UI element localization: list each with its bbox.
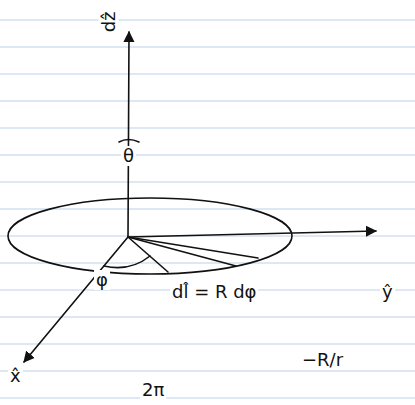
ring: [8, 198, 292, 274]
theta-arc: [119, 140, 139, 143]
y-axis: [128, 231, 376, 237]
angle-label: φ: [94, 270, 110, 290]
axis-label: dẑ: [99, 9, 119, 34]
note-text: −R/r: [300, 350, 345, 370]
angle-label: θ: [121, 146, 136, 166]
ruled-lines: [0, 20, 415, 398]
note-text: 2π: [140, 380, 166, 400]
axis-label: ŷ: [380, 282, 395, 302]
length-formula: dl̂ = R dφ: [170, 282, 258, 302]
axis-label: x̂: [8, 366, 23, 386]
phi-arc: [104, 256, 150, 268]
radius-line: [128, 237, 236, 266]
x-axis: [24, 237, 128, 362]
z-axis: [128, 32, 129, 237]
